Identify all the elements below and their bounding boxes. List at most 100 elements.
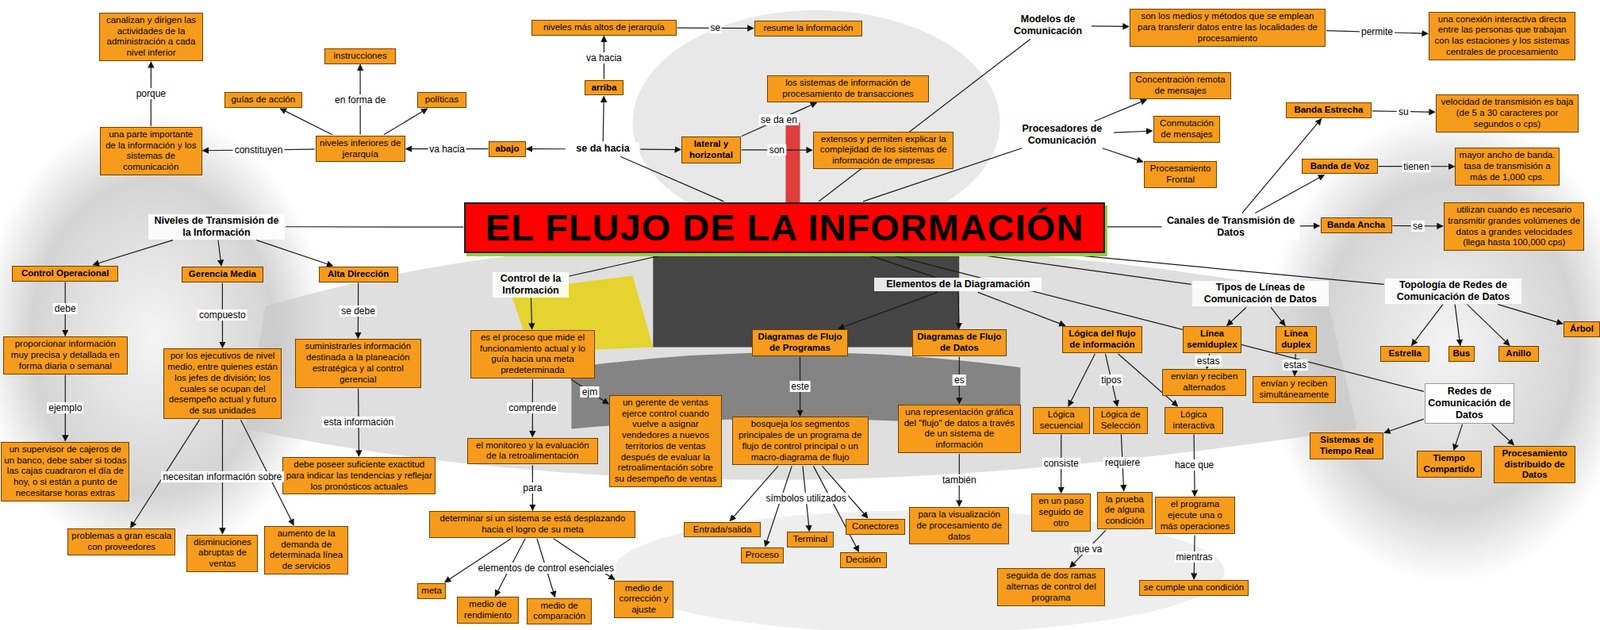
node-text: por los ejecutivos de nivel medio, entre… [166, 350, 279, 417]
concept-heading: Niveles de Transmisión de la Información [148, 214, 285, 240]
link-phrase: se da en [759, 114, 799, 126]
connector-arrow [1062, 253, 1385, 284]
connector-arrow [1094, 99, 1147, 122]
node-text: Procesamiento distribuido de Datos [1496, 448, 1573, 481]
node-text: utilizan cuando es necesario transmitir … [1446, 204, 1582, 249]
concept-box: Terminal [786, 531, 834, 548]
node-text: bosqueja los segmentos principales de un… [735, 418, 866, 463]
link-phrase: requiere [1103, 456, 1142, 469]
concept-box: medio de comparación [526, 598, 592, 626]
concept-box: disminuciones abruptas de ventas [186, 534, 258, 572]
concept-box: arriba [584, 80, 624, 96]
node-text: velocidad de transmisión es baja (de 5 a… [1438, 96, 1576, 130]
node-text: Diagramas de Flujo de Datos [915, 331, 1003, 354]
node-text: proporcionar información muy precisa y d… [6, 338, 125, 372]
concept-box: es el proceso que mide el funcionamiento… [470, 329, 595, 379]
connector-arrow [1068, 353, 1096, 407]
concept-box: se cumple una condición [1139, 579, 1250, 596]
connector-arrow [218, 240, 222, 266]
node-text: se cumple una condición [1142, 582, 1247, 594]
connector-arrow [1492, 424, 1515, 446]
node-text: Elementos de la Diagramación [876, 278, 1040, 291]
link-phrase: va hacia [427, 143, 467, 155]
node-text: Lógica secuencial [1035, 409, 1087, 432]
node-text: Tiempo Compartido [1419, 452, 1479, 476]
node-text: resume la información [757, 23, 860, 35]
concept-box: problemas a gran escala con proveedores [67, 528, 176, 556]
node-text: Procesadores de Comunicación [1013, 122, 1112, 147]
concept-box: Banda Ancha [1320, 217, 1393, 234]
connector-arrow [818, 38, 1031, 202]
connector-arrow [383, 108, 428, 135]
concept-heading: Canales de Transmisión de Datos [1162, 214, 1299, 240]
connector-arrow [1227, 306, 1247, 326]
connector-arrow [1254, 174, 1324, 213]
concept-box: Sistemas de Tiempo Real [1309, 432, 1384, 460]
link-phrase: para [521, 482, 544, 494]
link-phrase: consiste [1042, 457, 1081, 469]
node-text: Lógica interactiva [1167, 409, 1221, 432]
concept-box: Procesamiento Frontal [1143, 161, 1218, 189]
node-text: extensos y permiten explicar la compleji… [816, 134, 952, 167]
link-phrase: que va [1071, 543, 1104, 555]
node-text: debe poseer suficiente exactitud para in… [285, 459, 433, 492]
connector-arrow [602, 95, 604, 142]
concept-box: una conexión interactiva directa entre l… [1428, 11, 1576, 61]
concept-box: medio de corrección y ajuste [613, 580, 674, 618]
concept-box: lateral y horizontal [681, 136, 741, 164]
link-phrase: elementos de control esenciales [476, 562, 616, 574]
node-text: niveles inferiores de jerarquía [318, 138, 403, 161]
link-phrase: se [1411, 220, 1425, 232]
concept-box: Banda Estrecha [1285, 102, 1372, 119]
node-text: Procesamiento Frontal [1147, 163, 1215, 186]
node-text: Control de la Información [494, 272, 566, 297]
node-text: envían y reciben simultáneamente [1255, 378, 1333, 401]
title-banner: EL FLUJO DE LA INFORMACIÓN [464, 202, 1106, 254]
connector-arrow [526, 148, 566, 150]
node-text: Lógica del flujo de información [1065, 328, 1139, 351]
connector-arrow [957, 291, 960, 329]
connector-arrow [571, 379, 609, 404]
concept-box: abajo [488, 141, 526, 158]
node-text: Decisión [843, 554, 884, 566]
node-text: Entrada/salida [686, 524, 759, 536]
concept-box: una representación gráfica del "flujo" d… [897, 404, 1021, 453]
connector-arrow [1454, 424, 1463, 451]
node-text: el programa ejecute una o más operacione… [1158, 498, 1232, 532]
concept-box: un supervisor de cajeros de un banco, de… [0, 441, 130, 502]
connector-arrow [553, 538, 615, 580]
link-phrase: constituyen [233, 144, 285, 156]
link-phrase: mientras [1174, 551, 1215, 563]
node-text: se da hacia [568, 142, 638, 155]
concept-box: Decisión [840, 552, 887, 568]
node-text: medio de rendimiento [460, 598, 515, 622]
concept-box: por los ejecutivos de nivel medio, entre… [163, 348, 282, 419]
node-text: Gerencia Media [184, 268, 261, 281]
concept-box: resume la información [754, 20, 863, 37]
connector-arrow [280, 108, 332, 135]
connector-arrow [620, 156, 725, 202]
link-phrase: son [767, 144, 787, 156]
concept-box: Banda de Voz [1301, 158, 1378, 175]
connector-arrow [445, 538, 512, 583]
node-text: Sistemas de Tiempo Real [1312, 434, 1381, 457]
node-text: los sistemas de información de procesami… [770, 77, 925, 100]
concept-box: suministrarles información destinada a l… [295, 338, 423, 388]
node-text: guías de acción [227, 94, 300, 106]
concept-box: envían y reciben alternados [1162, 368, 1246, 396]
connector-arrow [1070, 529, 1106, 568]
concept-box: Control Operacional [11, 265, 119, 282]
concept-box: Lógica interactiva [1164, 406, 1224, 434]
link-phrase: también [940, 474, 979, 486]
link-phrase: permite [1359, 26, 1395, 38]
link-phrase: su [1396, 106, 1411, 118]
link-phrase: este [789, 380, 811, 392]
node-text: medio de comparación [529, 600, 589, 623]
concept-box: instrucciones [324, 48, 396, 65]
concept-box: niveles más altos de jerarquía [531, 19, 677, 36]
concept-heading: se da hacia [566, 141, 641, 156]
node-text: políticas [420, 94, 464, 106]
link-phrase: ejemplo [46, 402, 84, 414]
connector-arrow [1113, 130, 1152, 133]
